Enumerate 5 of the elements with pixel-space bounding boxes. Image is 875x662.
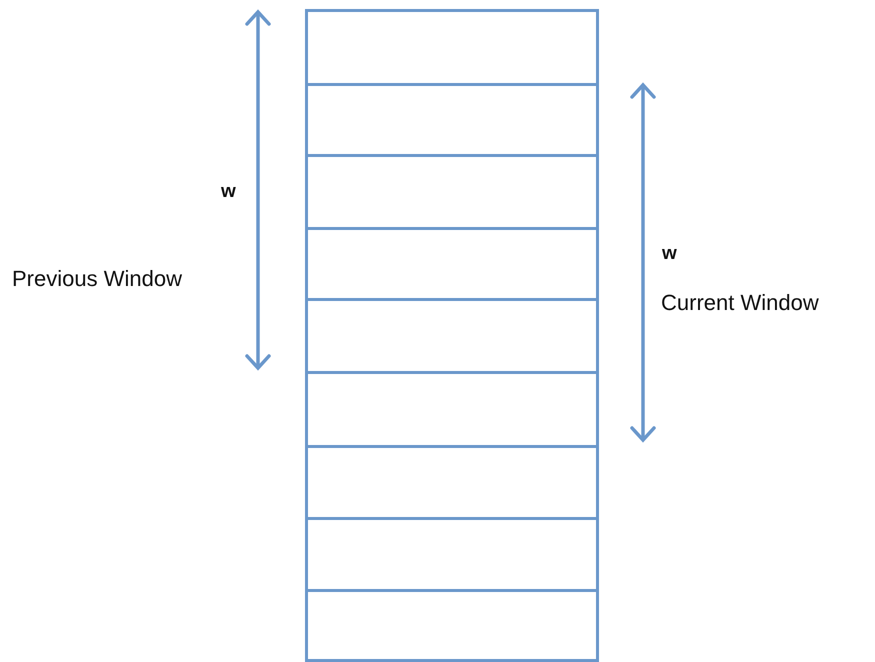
dimension-label: w (221, 182, 236, 201)
stack-cell (305, 8, 599, 86)
window-label: Previous Window (12, 268, 182, 290)
dimension-label: w (662, 244, 677, 263)
window-label: Current Window (661, 292, 819, 314)
